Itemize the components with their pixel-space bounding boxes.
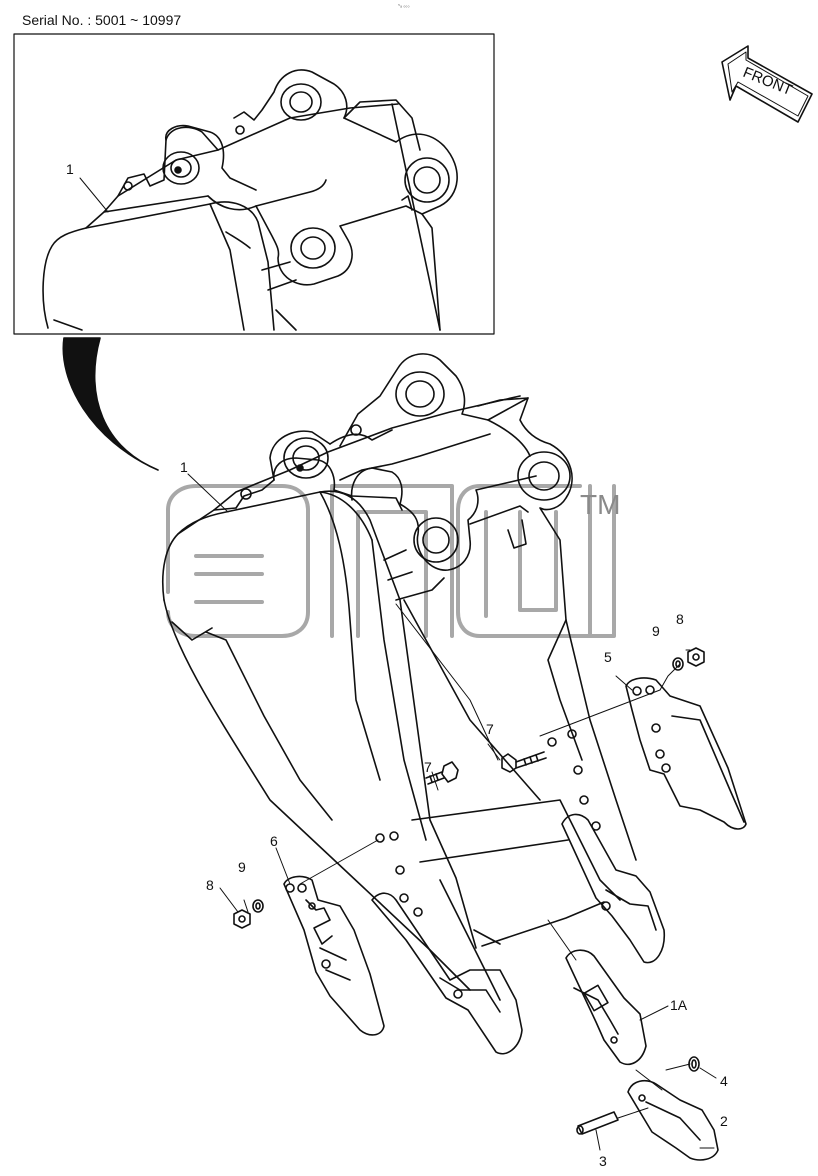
tooth-adapter — [565, 949, 647, 1066]
bucket-assembly — [161, 353, 666, 1055]
callout-lock-ring-4: 4 — [720, 1073, 728, 1089]
washer-left — [252, 899, 264, 913]
callout-pin-3: 3 — [599, 1153, 607, 1169]
callout-bolt-right-7: 7 — [486, 721, 494, 737]
callout-nut-right-8: 8 — [676, 611, 684, 627]
callout-washer-right-9: 9 — [652, 623, 660, 639]
callout-tooth-adapter-1a: 1A — [670, 997, 688, 1013]
serial-number-label: Serial No. : 5001 ~ 10997 — [22, 12, 182, 28]
callout-nut-left-8: 8 — [206, 877, 214, 893]
tooth-point — [627, 1079, 719, 1161]
watermark — [166, 484, 616, 638]
callout-bolt-left-7: 7 — [424, 759, 432, 775]
inset-detail — [13, 33, 495, 335]
front-arrow-icon — [721, 45, 813, 123]
callout-inset-1: 1 — [66, 161, 74, 177]
callout-washer-left-9: 9 — [238, 859, 246, 875]
inset-frame — [13, 33, 495, 335]
callout-tooth-point-2: 2 — [720, 1113, 728, 1129]
callout-side-cutter-right-5: 5 — [604, 649, 612, 665]
inset-bucket-drawing — [42, 69, 458, 331]
bolt-right — [501, 751, 547, 773]
pin — [576, 1111, 619, 1135]
bolt-left — [425, 761, 459, 785]
watermark-tm: TM — [580, 489, 620, 520]
inset-leader-1 — [79, 177, 109, 213]
leader-lines — [187, 473, 717, 1151]
callout-side-cutter-left-6: 6 — [270, 833, 278, 849]
side-cutter-right — [625, 677, 747, 830]
washer-right — [672, 657, 684, 671]
detail-arrow — [62, 337, 159, 471]
side-cutter-left — [283, 875, 385, 1036]
callout-bucket-1: 1 — [180, 459, 188, 475]
page-mark: ⁵ₐ ₀₀₀ — [398, 3, 410, 9]
nut-right — [687, 647, 705, 667]
nut-left — [233, 909, 251, 929]
callout-labels: 1 1 1A 2 3 4 5 6 7 7 8 8 9 9 FRONT TM — [66, 64, 795, 1169]
